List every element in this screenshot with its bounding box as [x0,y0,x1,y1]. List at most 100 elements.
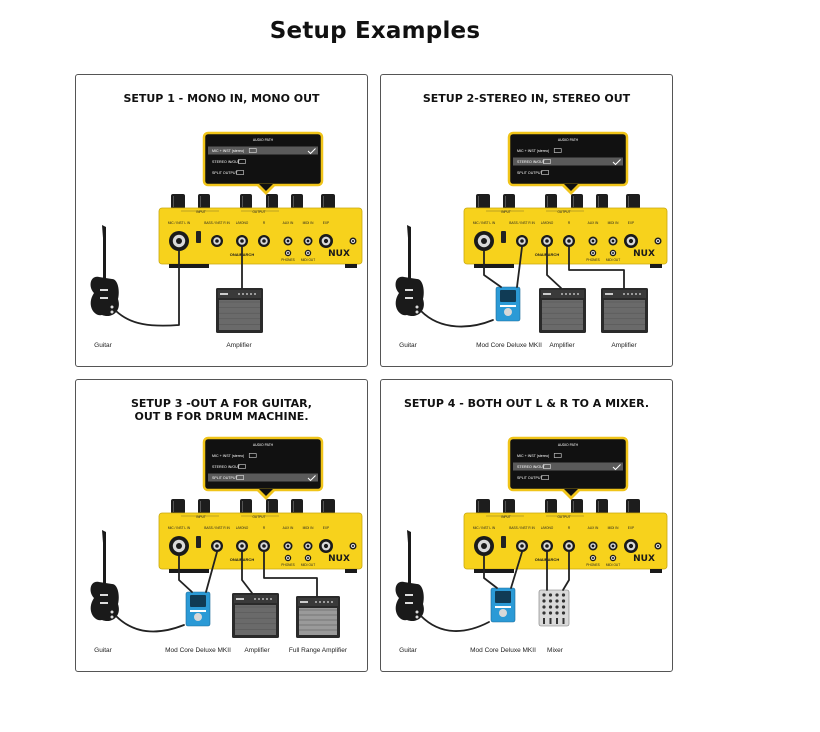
jack-hole [657,240,659,242]
output-label: OUTPUT [252,210,265,214]
knob-grip [628,196,629,207]
jack-hole [592,545,595,548]
jack-hole [352,545,354,547]
knob-grip [547,501,548,512]
amplifier-knob [258,598,260,600]
input-label: INPUT [501,515,511,519]
guitar-pickup [405,594,413,596]
knob-icon [291,499,303,514]
amplifier-right-knob [627,293,629,295]
amplifier-knob [270,598,272,600]
jack-label: MIC / INST L IN [473,221,496,225]
knob-grip [598,501,599,512]
amplifier-grille [235,605,276,635]
lcd-option: STEREO IN/OUT [212,160,241,164]
toggle-switch [196,536,201,548]
guitar-knob [111,311,114,314]
knob-grip [200,501,201,512]
amplifier-logo [220,293,228,295]
guitar-knob [111,616,114,619]
brand-logo: NUX [633,249,655,259]
jack-label: MIDI IN [303,526,314,530]
jack-hole [287,240,290,243]
knob-grip [628,501,629,512]
lcd-option: MIC + INST (stereo) [517,454,549,458]
amplifier-right-knob [639,293,641,295]
knob-icon [266,194,278,209]
knob-icon [240,499,252,514]
effect-pedal-label [190,610,206,612]
amplifier-right-grille [604,300,645,330]
jack-label: L/MONO [541,221,554,225]
amplifier-left-knob [573,293,575,295]
mixer-knob-icon [542,593,545,596]
mixer-knob-icon [555,599,558,602]
full-range-amplifier-knob [323,601,325,603]
jack-hole [324,239,328,243]
knob-icon [596,194,608,209]
jack-hole [176,543,182,549]
amplifier-right-knob [623,293,625,295]
jack-label: MIDI IN [608,221,619,225]
lcd-option: SPLIT OUTPUT [212,476,238,480]
amplifier-label: Amplifier [611,342,637,349]
guitar-pickup [405,602,413,604]
guitar-knob [416,611,419,614]
guitar-body [91,582,119,621]
jack-label: PHONES [586,563,599,567]
output-label: OUTPUT [557,210,570,214]
full-range-amplifier-knob [319,601,321,603]
jack-hole [215,544,219,548]
mixer-knob-icon [542,599,545,602]
cable [421,616,489,631]
setup-diagram: AUDIO PATHMIC + INST (stereo)STEREO IN/O… [76,75,368,367]
input-label: INPUT [196,515,206,519]
lcd-option: MIC + INST (stereo) [212,149,244,153]
jack-hole [176,238,182,244]
jack-hole [629,239,633,243]
mixer-fader-icon [556,618,558,624]
effect-pedal-label [500,305,516,307]
mixer-knob-icon [562,611,565,614]
lcd-option: MIC + INST (stereo) [212,454,244,458]
knob-icon [503,499,515,514]
guitar-label: Guitar [94,647,113,654]
mixer-knob-icon [562,599,565,602]
jack-hole [240,239,244,243]
amplifier-right-logo [605,293,613,295]
lcd-option: STEREO IN/OUT [212,465,241,469]
jack-hole [215,239,219,243]
brand-logo: NUX [633,554,655,564]
cable [116,616,184,632]
amplifier-knob [250,293,252,295]
full-range-amplifier-knob [315,601,317,603]
jack-label: MIC / INST L IN [473,526,496,530]
jack-label: PHONES [586,258,599,262]
knob-icon [198,499,210,514]
effect-pedal-screen [190,595,206,607]
amplifier-knob [242,293,244,295]
effect-pedal-label: Mod Core Deluxe MKII [476,342,542,349]
jack-hole [592,252,594,254]
guitar-neck [408,237,411,279]
knob-icon [545,194,557,209]
setup-diagram: AUDIO PATHMIC + INST (stereo)STEREO IN/O… [381,75,673,367]
guitar-headstock [407,530,411,543]
setup-card-2: SETUP 2-STEREO IN, STEREO OUT AUDIO PATH… [380,74,673,367]
jack-label: L/MONO [541,526,554,530]
mixer-fader-icon [543,618,545,624]
knob-grip [242,501,243,512]
knob-grip [505,501,506,512]
knob-icon [571,194,583,209]
guitar-knob [111,306,114,309]
input-label: INPUT [501,210,511,214]
jack-label: EXP [323,526,329,530]
pedal-foot [345,264,357,268]
knob-grip [200,196,201,207]
jack-label: BASS / INST R IN [509,526,535,530]
jack-hole [481,238,487,244]
jack-hole [612,252,614,254]
setup-card-3: SETUP 3 -OUT A FOR GUITAR, OUT B FOR DRU… [75,379,368,672]
guitar-neck [408,542,411,584]
knob-grip [598,196,599,207]
